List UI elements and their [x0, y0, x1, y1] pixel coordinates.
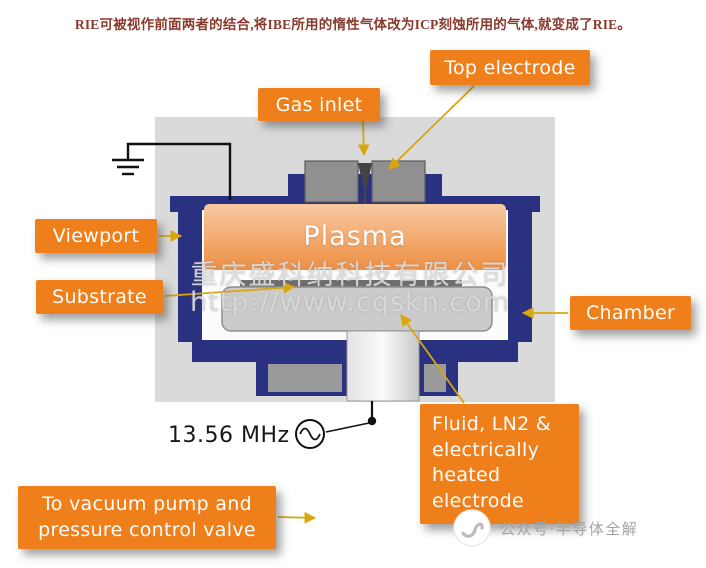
caption-text: RIE可被视作前面两者的结合,将IBE所用的惰性气体改为ICP刻蚀所用的气体,就… [74, 17, 632, 32]
callout-arrows [159, 85, 568, 524]
ground-wire [126, 142, 232, 200]
sine-wave-icon [299, 427, 321, 441]
lower-housing-fill-right [424, 364, 446, 392]
arrow-fluid-electrode [400, 314, 465, 404]
watermark-company: 重庆盛科纳科技有限公司 [190, 260, 510, 291]
logo-swirl-icon [461, 522, 484, 538]
label-fluid-electrode: Fluid, LN2 & electrically heated electro… [420, 404, 579, 524]
footer-watermark: 公众号·半导体全解 [452, 507, 692, 549]
arrow-top-electrode [388, 85, 475, 170]
arrow-substrate [164, 281, 296, 297]
gas-inlet-funnel [358, 163, 372, 186]
arrow-gas-inlet [357, 120, 370, 157]
label-chamber: Chamber [570, 296, 691, 330]
label-viewport: Viewport [35, 219, 157, 253]
arrow-vacuum-pump [277, 511, 317, 524]
wechat-account-logo [453, 509, 491, 547]
logo-circle [453, 509, 491, 547]
rf-source [295, 401, 377, 449]
rf-frequency-label: 13.56 MHz [168, 423, 290, 448]
label-gas-inlet: Gas inlet [258, 88, 380, 121]
label-vacuum-pump: To vacuum pump and pressure control valv… [18, 486, 276, 549]
lower-housing-fill-left [268, 364, 342, 392]
substrate-wafer [240, 280, 462, 287]
footer-wechat-text: 公众号·半导体全解 [500, 519, 639, 538]
chamber-wall-left [178, 198, 202, 342]
rf-wire-node [367, 416, 377, 426]
plasma-region [204, 204, 506, 270]
electrode-stem [346, 330, 420, 402]
plasma-label: Plasma [303, 221, 407, 252]
label-substrate: Substrate [36, 280, 163, 314]
watermark-url: http://www.cqskn.com [189, 287, 511, 318]
rf-wire-link [325, 422, 370, 433]
top-electrode-block-right [371, 160, 426, 203]
top-electrode-block-left [304, 160, 359, 203]
label-top-electrode: Top electrode [430, 50, 590, 85]
ground-symbol [112, 142, 232, 200]
